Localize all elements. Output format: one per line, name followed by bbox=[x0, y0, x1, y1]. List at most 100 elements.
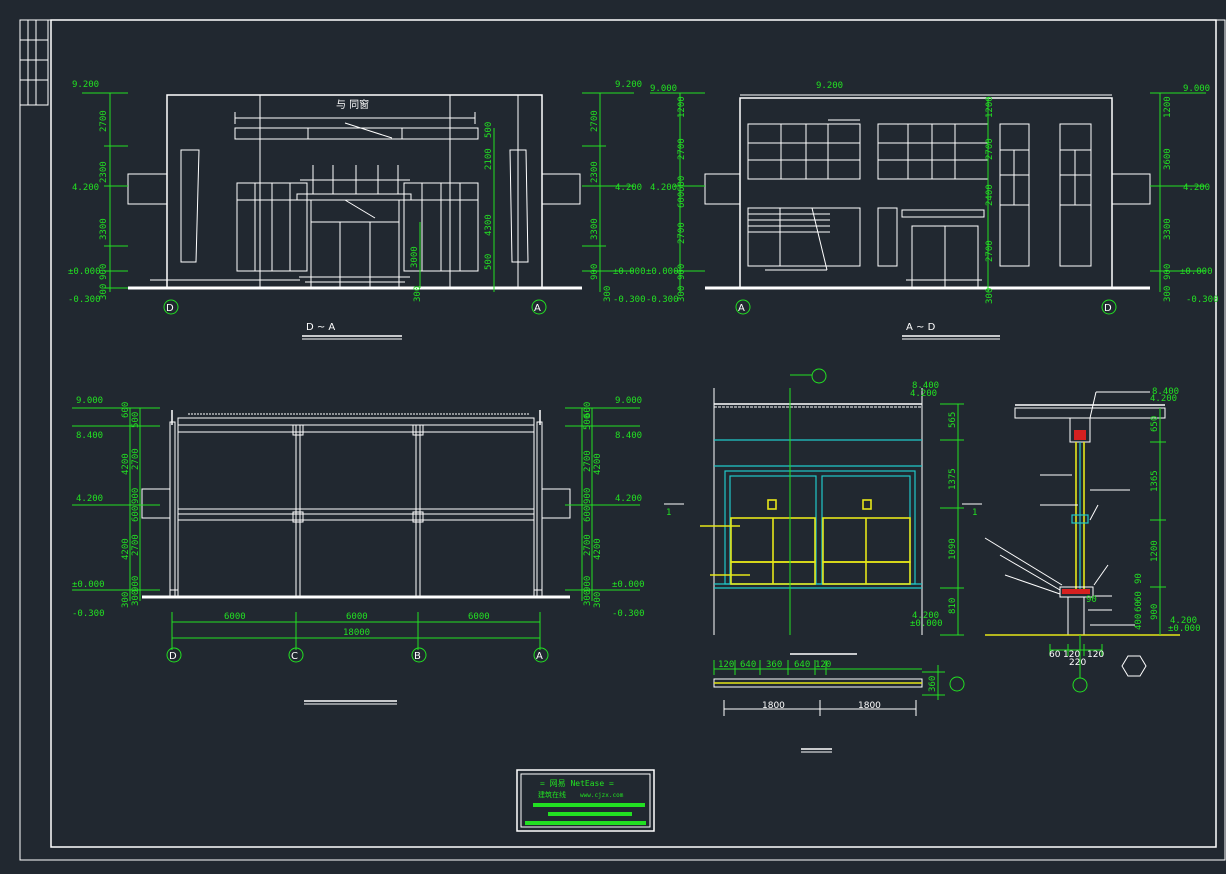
level-label: 4.200 bbox=[615, 494, 642, 504]
dim-label: 1090 bbox=[948, 538, 958, 560]
axis-marker-b: B bbox=[411, 647, 427, 663]
dim-label: 120 bbox=[815, 660, 831, 670]
dim-label: 640 bbox=[740, 660, 756, 670]
dim-label: 600 bbox=[121, 402, 131, 418]
level-label: 9.200 bbox=[72, 80, 99, 90]
level-label: -0.300 bbox=[612, 609, 645, 619]
level-label: -0.300 bbox=[1186, 295, 1219, 305]
axis-marker-a: A bbox=[533, 647, 549, 663]
level-label: 8.400 bbox=[76, 431, 103, 441]
dim-label: 300 bbox=[603, 286, 613, 302]
dim-label: 300 bbox=[593, 592, 603, 608]
svg-text:B: B bbox=[414, 651, 421, 662]
dim-label: 2400 bbox=[985, 184, 995, 206]
elevation-right: 9.000 4.200 ±0.000 -0.300 9.200 1200 270… bbox=[646, 81, 1219, 340]
level-label: 9.000 bbox=[650, 84, 677, 94]
level-label: ±0.000 bbox=[1168, 624, 1201, 634]
dim-label: 1200 bbox=[985, 96, 995, 118]
dim-label: 4200 bbox=[593, 453, 603, 475]
dim-label: 600 bbox=[131, 506, 141, 522]
dim-label: 1375 bbox=[948, 468, 958, 490]
dim-label: 60 bbox=[1049, 650, 1061, 660]
dim-label: 2700 bbox=[985, 240, 995, 262]
dim-label: 300 bbox=[677, 286, 687, 302]
bay-dim: 6000 bbox=[468, 612, 490, 622]
dim-label: 2300 bbox=[590, 161, 600, 183]
title-block-line2: 建筑在线 bbox=[538, 790, 566, 799]
level-label: 4.200 bbox=[1183, 183, 1210, 193]
dim-label: 90 bbox=[1086, 595, 1097, 605]
dim-label: 900 bbox=[1150, 604, 1160, 620]
dim-label: 900 bbox=[583, 576, 593, 592]
level-label: 8.400 bbox=[912, 381, 939, 391]
axis-marker-d: D bbox=[1101, 299, 1117, 315]
dim-label: 1800 bbox=[762, 701, 785, 711]
dim-label: 120 bbox=[1063, 650, 1080, 660]
level-label: 9.000 bbox=[1183, 84, 1210, 94]
window-detail: 1 1 565 1375 1090 810 8.400 4.200 4.200 … bbox=[664, 368, 982, 753]
level-label: ±0.000 bbox=[646, 267, 679, 277]
level-label: 8.400 bbox=[615, 431, 642, 441]
dim-label: 600 bbox=[677, 192, 687, 208]
level-label: ±0.000 bbox=[613, 267, 646, 277]
svg-text:C: C bbox=[291, 651, 298, 662]
level-label: 4.200 bbox=[1150, 394, 1177, 404]
level-label: ±0.000 bbox=[612, 580, 645, 590]
sign-text: 与 同窗 bbox=[336, 98, 369, 111]
dim-label: 300 bbox=[583, 590, 593, 606]
level-label: 4.200 bbox=[912, 611, 939, 621]
dim-label: 2700 bbox=[99, 110, 109, 132]
dim-label: 2700 bbox=[677, 222, 687, 244]
dim-label: 500 bbox=[484, 122, 494, 138]
dim-label: 2700 bbox=[583, 534, 593, 556]
dim-label: 3600 bbox=[1163, 148, 1173, 170]
axis-marker-c: C bbox=[288, 647, 304, 663]
dim-label: 900 bbox=[590, 264, 600, 280]
dim-label: 650 bbox=[1150, 416, 1160, 432]
dim-label: 1800 bbox=[858, 701, 881, 711]
level-label: ±0.000 bbox=[68, 267, 101, 277]
axis-marker-a: A bbox=[531, 299, 547, 315]
dim-label: 300 bbox=[413, 286, 423, 302]
level-label: ±0.000 bbox=[910, 619, 943, 629]
dim-label: 3000 bbox=[410, 246, 420, 268]
level-label: 4.200 bbox=[650, 183, 677, 193]
level-label: 9.000 bbox=[615, 396, 642, 406]
dim-label: 90 bbox=[1134, 573, 1144, 584]
dim-label: 120 bbox=[718, 660, 734, 670]
svg-text:A: A bbox=[738, 303, 745, 314]
dim-label: 2700 bbox=[131, 534, 141, 556]
dim-label: 4200 bbox=[121, 538, 131, 560]
dim-label: 120 bbox=[1087, 650, 1104, 660]
level-label: 9.200 bbox=[615, 80, 642, 90]
dim-label: 900 bbox=[1163, 264, 1173, 280]
level-label: -0.300 bbox=[72, 609, 105, 619]
dim-label: 1200 bbox=[1163, 96, 1173, 118]
total-dim: 18000 bbox=[343, 628, 370, 638]
level-label: -0.300 bbox=[646, 295, 679, 305]
level-label: 9.200 bbox=[816, 81, 843, 91]
svg-text:D: D bbox=[169, 651, 177, 662]
level-label: 4.200 bbox=[1170, 616, 1197, 626]
dim-label: 220 bbox=[1069, 658, 1086, 668]
dim-label: 2700 bbox=[583, 450, 593, 472]
dim-label: 2700 bbox=[985, 138, 995, 160]
bay-dim: 6000 bbox=[224, 612, 246, 622]
dim-label: 4200 bbox=[593, 538, 603, 560]
dim-label: 900 bbox=[131, 488, 141, 504]
axis-marker-a: A bbox=[735, 299, 751, 315]
section-mark: 1 bbox=[666, 508, 671, 518]
level-label: ±0.000 bbox=[1180, 267, 1213, 277]
level-label: 9.000 bbox=[76, 396, 103, 406]
dim-label: 3300 bbox=[590, 218, 600, 240]
drawing-frame bbox=[19, 19, 1226, 861]
dim-label: 2700 bbox=[677, 138, 687, 160]
level-label: 4.200 bbox=[76, 494, 103, 504]
level-label: 4.200 bbox=[615, 183, 642, 193]
dim-label: 360 bbox=[928, 676, 938, 692]
dim-label: 900 bbox=[99, 264, 109, 280]
title-block-line3: www.cjzx.com bbox=[580, 792, 624, 799]
level-label: 4.200 bbox=[72, 183, 99, 193]
dim-label: 400 bbox=[1134, 614, 1144, 630]
axis-marker-d: D bbox=[163, 299, 179, 315]
